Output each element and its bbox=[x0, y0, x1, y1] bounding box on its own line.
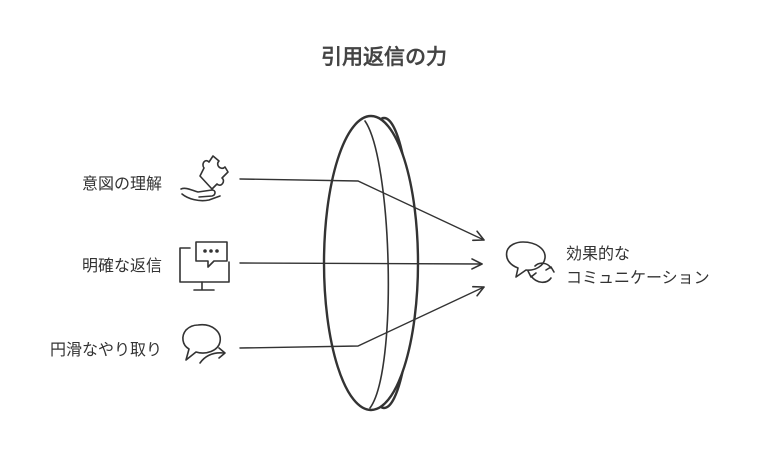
arrow-intent bbox=[239, 178, 485, 242]
page-title: 引用返信の力 bbox=[321, 45, 447, 69]
input-label-clear-reply: 明確な返信 bbox=[81, 256, 162, 275]
conversation-cycle-icon bbox=[505, 241, 555, 284]
output-label-line1: 効果的な bbox=[566, 244, 631, 263]
speech-bubble-arrow-icon bbox=[182, 323, 226, 364]
output-label-line2: コミュニケーション bbox=[566, 268, 710, 287]
monitor-message-icon bbox=[179, 241, 230, 291]
lens-inner-edge bbox=[364, 120, 390, 409]
connector-arrows bbox=[239, 178, 485, 349]
input-label-intent: 意図の理解 bbox=[81, 174, 162, 193]
arrow-smooth-exchange bbox=[239, 285, 485, 349]
puzzle-hand-icon bbox=[180, 155, 229, 202]
input-label-smooth-exchange: 円滑なやり取り bbox=[49, 340, 162, 359]
arrow-clear-reply bbox=[239, 258, 483, 270]
